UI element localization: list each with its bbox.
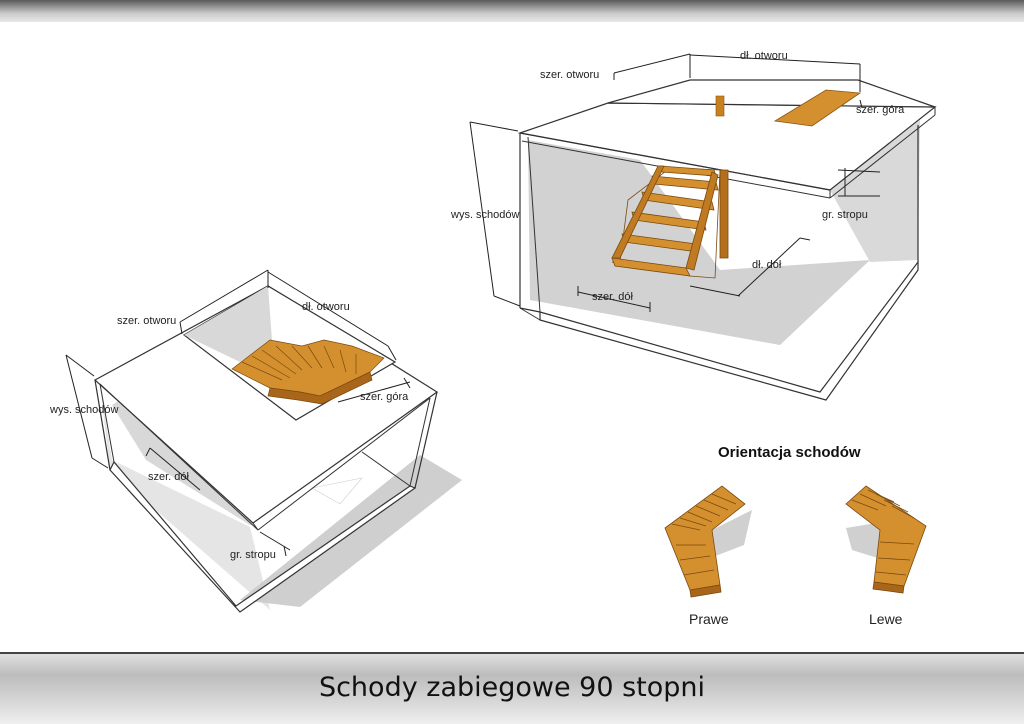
label-prawe: Prawe: [689, 611, 729, 627]
right-diagram: szer. otworu dł. otworu wys. schodów sze…: [450, 50, 937, 401]
stairs-diagram: szer. otworu dł. otworu wys. schodów sze…: [49, 50, 937, 627]
stairs-right: [611, 165, 729, 279]
stairs-left: [231, 339, 385, 405]
label-dl-otworu-left: dł. otworu: [302, 301, 350, 313]
orientation-section: Orientacja schodów Prawe Lewe: [664, 444, 927, 627]
label-szer-gora: szer. góra: [856, 104, 905, 116]
label-dl-dol: dł. dół: [752, 259, 782, 271]
opening: [607, 79, 936, 108]
label-wys-schodow: wys. schodów: [450, 209, 520, 221]
label-lewe: Lewe: [869, 611, 903, 627]
label-szer-dol: szer. dół: [592, 291, 634, 303]
wall-shadow: [830, 120, 920, 262]
right-orientation-stairs: [664, 485, 752, 598]
newel-post: [715, 95, 725, 117]
caption: Schody zabiegowe 90 stopni: [318, 672, 706, 703]
orientation-title: Orientacja schodów: [718, 444, 861, 461]
label-dl-otworu: dł. otworu: [740, 50, 788, 62]
bottom-bar: [0, 652, 1024, 724]
top-bar: [0, 0, 1024, 22]
label-szer-gora-left: szer. góra: [360, 391, 409, 403]
upper-landing: [773, 89, 862, 127]
label-szer-otworu: szer. otworu: [540, 69, 599, 81]
label-szer-dol-left: szer. dół: [148, 471, 190, 483]
label-szer-otworu-left: szer. otworu: [117, 315, 176, 327]
left-orientation-stairs: [845, 485, 927, 594]
label-gr-stropu: gr. stropu: [822, 209, 868, 221]
label-wys-schodow-left: wys. schodów: [49, 404, 119, 416]
label-gr-stropu-left: gr. stropu: [230, 549, 276, 561]
left-diagram: szer. otworu dł. otworu wys. schodów sze…: [49, 269, 462, 613]
